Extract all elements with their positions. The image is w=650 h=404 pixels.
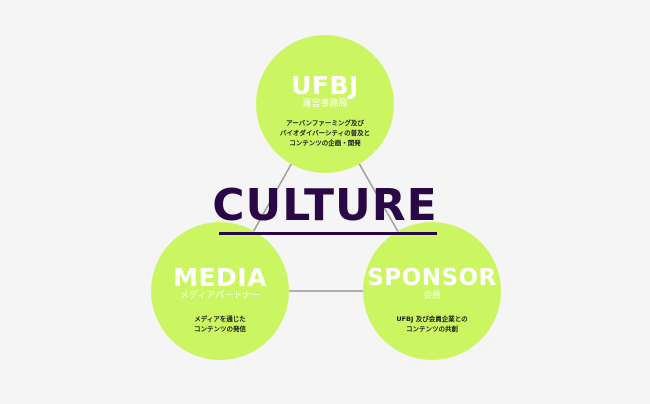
sponsor-subtitle: 会員 xyxy=(422,291,441,301)
culture-underline xyxy=(219,232,437,235)
sponsor-node: SPONSOR 会員 UFBJ 及び会員企業との コンテンツの共創 xyxy=(363,222,501,360)
media-description: メディアを通じた コンテンツの発信 xyxy=(151,314,289,334)
ufbj-desc-line: バイオダイバーシティの普及と xyxy=(279,129,371,137)
culture-label: CULTURE xyxy=(212,180,438,231)
sponsor-description: UFBJ 及び会員企業との コンテンツの共創 xyxy=(363,314,501,334)
ufbj-desc-line: アーバンファーミング及び xyxy=(286,119,364,127)
sponsor-desc-line: UFBJ 及び会員企業との xyxy=(396,315,468,323)
media-desc-line: コンテンツの発信 xyxy=(194,325,246,333)
media-subtitle: メディアパートナー xyxy=(179,291,261,301)
ufbj-subtitle: 運営事務局 xyxy=(302,99,348,109)
sponsor-desc-line: コンテンツの共創 xyxy=(406,325,458,333)
media-node: MEDIA メディアパートナー メディアを通じた コンテンツの発信 xyxy=(151,222,289,360)
ufbj-title: UFBJ xyxy=(291,71,359,100)
ufbj-node: UFBJ 運営事務局 アーバンファーミング及び バイオダイバーシティの普及と コ… xyxy=(256,35,394,173)
ufbj-description: アーバンファーミング及び バイオダイバーシティの普及と コンテンツの企画・開発 xyxy=(256,118,394,148)
ufbj-desc-line: コンテンツの企画・開発 xyxy=(289,139,361,147)
media-desc-line: メディアを通じた xyxy=(194,315,246,323)
sponsor-title: SPONSOR xyxy=(367,265,497,291)
media-title: MEDIA xyxy=(173,263,267,292)
